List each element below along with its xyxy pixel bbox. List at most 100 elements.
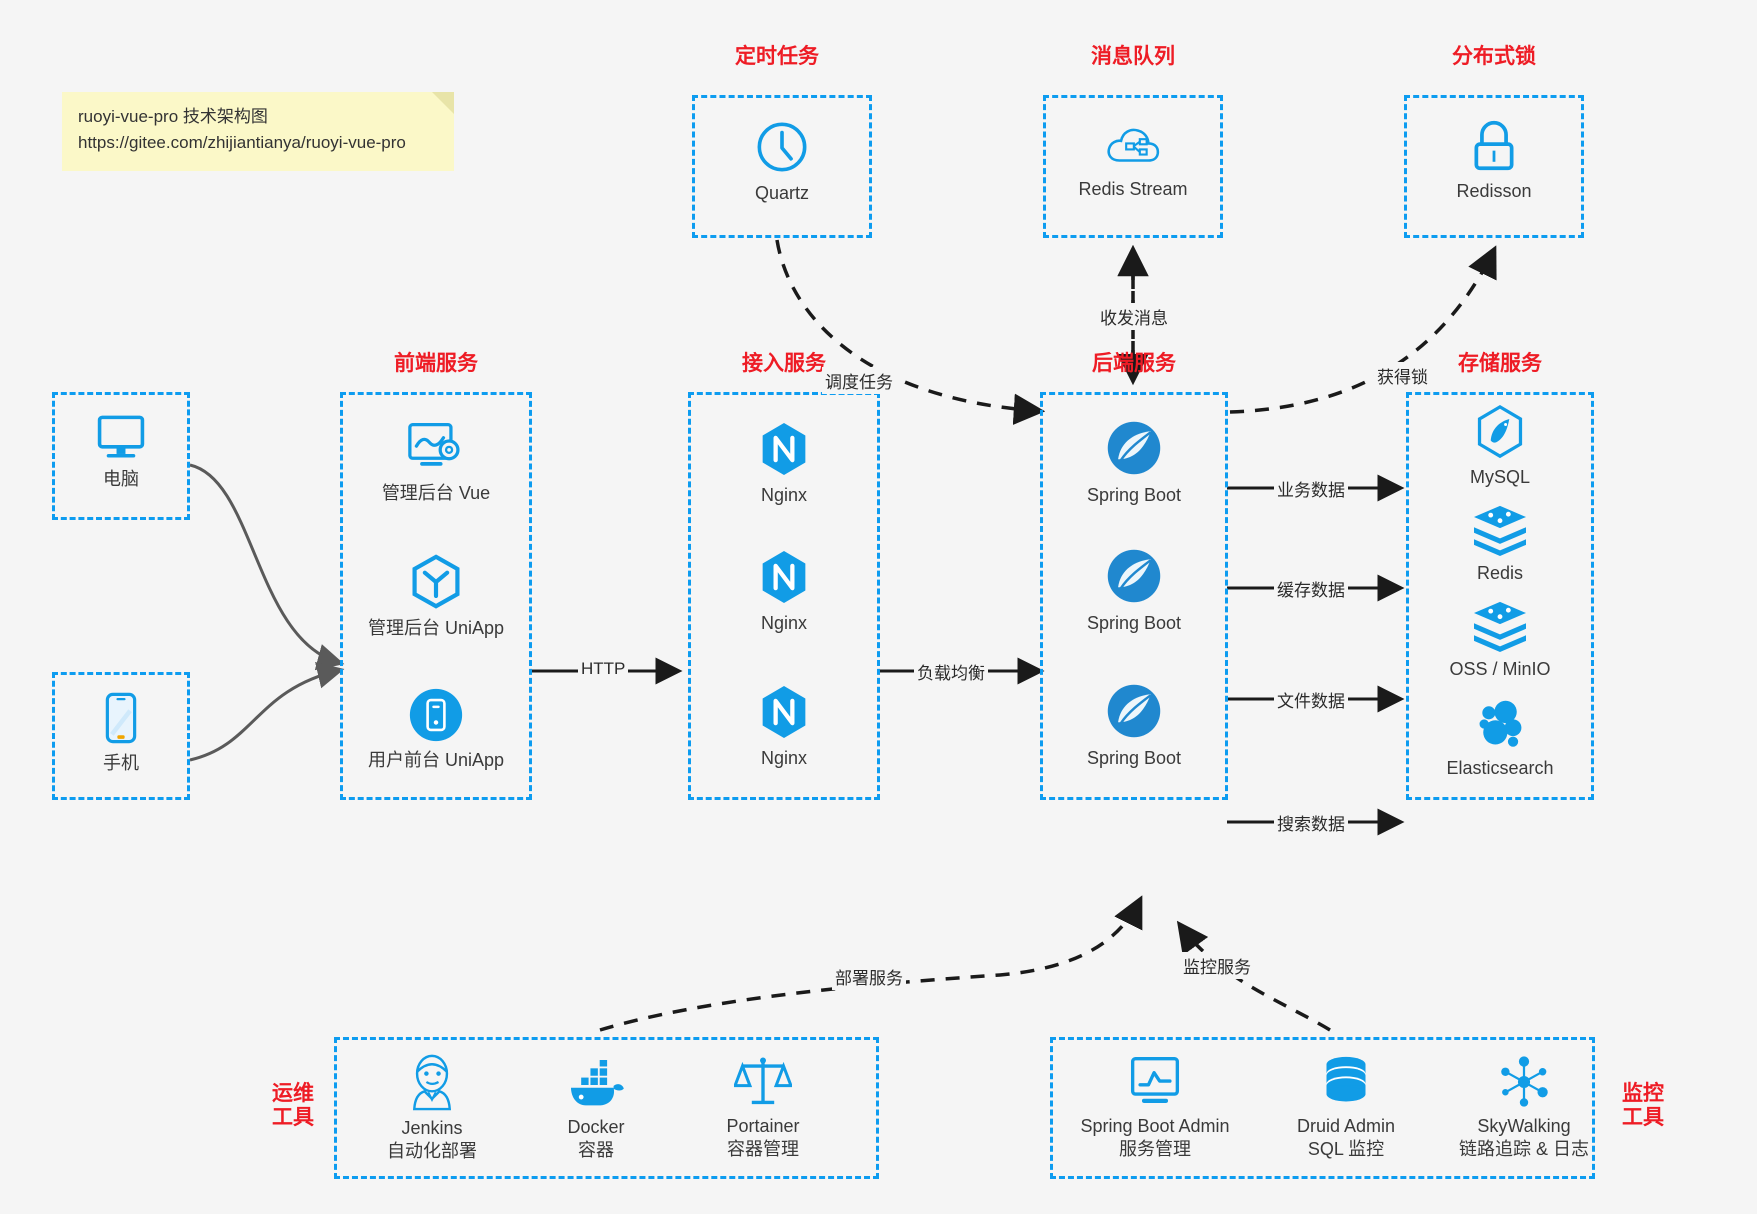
group-title-gateway: 接入服务 xyxy=(742,352,826,375)
group-title-scheduler: 定时任务 xyxy=(735,45,819,68)
node-label: MySQL xyxy=(1469,467,1530,487)
group-box-devops xyxy=(334,1037,879,1179)
group-title-backend: 后端服务 xyxy=(1092,352,1176,375)
scales-balance-icon xyxy=(734,1057,792,1105)
mobile-circle-icon xyxy=(409,688,463,742)
node-sublabel: 容器 xyxy=(578,1140,614,1161)
node-label: Redisson xyxy=(1456,181,1532,201)
node-label: 电脑 xyxy=(103,469,139,489)
padlock-icon xyxy=(1474,120,1514,171)
node-nginx-1[interactable]: Nginx xyxy=(688,420,880,507)
node-druid-admin[interactable]: Druid Admin SQL 监控 xyxy=(1266,1055,1426,1162)
group-title-storage: 存储服务 xyxy=(1458,352,1542,375)
node-jenkins[interactable]: Jenkins 自动化部署 xyxy=(357,1053,507,1164)
node-sublabel: SQL 监控 xyxy=(1307,1139,1385,1160)
node-nginx-2[interactable]: Nginx xyxy=(688,548,880,635)
node-label: SkyWalking xyxy=(1477,1116,1571,1136)
group-box-monitor xyxy=(1050,1037,1595,1179)
node-label: Spring Boot xyxy=(1086,485,1182,505)
object-storage-icon xyxy=(1474,601,1526,652)
node-elasticsearch[interactable]: Elasticsearch xyxy=(1406,697,1594,780)
node-portainer[interactable]: Portainer 容器管理 xyxy=(688,1053,838,1162)
dashboard-settings-icon xyxy=(408,423,460,466)
edge-label-search-data: 搜索数据 xyxy=(1274,809,1348,836)
node-springboot-2[interactable]: Spring Boot xyxy=(1040,546,1228,635)
edge-label-deploy-service: 部署服务 xyxy=(832,963,906,990)
node-mysql[interactable]: MySQL xyxy=(1406,404,1594,489)
node-computer[interactable]: 电脑 xyxy=(52,412,190,491)
node-label: Quartz xyxy=(754,183,810,203)
cloud-stream-icon xyxy=(1107,128,1160,162)
node-nginx-3[interactable]: Nginx xyxy=(688,683,880,770)
group-box-mq xyxy=(1043,95,1223,238)
node-label: Spring Boot xyxy=(1086,613,1182,633)
node-label: Elasticsearch xyxy=(1446,758,1554,778)
spring-leaf-icon xyxy=(1107,421,1161,475)
mysql-dolphin-icon xyxy=(1477,404,1523,459)
node-label: Nginx xyxy=(760,613,808,633)
group-title-monitor: 监控 工具 xyxy=(1608,1082,1678,1130)
docker-whale-icon xyxy=(571,1060,624,1106)
edge-label-monitor-service: 监控服务 xyxy=(1180,952,1254,979)
node-label: 管理后台 UniApp xyxy=(367,618,505,638)
node-redis-stream[interactable]: Redis Stream xyxy=(1043,120,1223,201)
mobile-phone-icon xyxy=(105,692,137,744)
node-spring-boot-admin[interactable]: Spring Boot Admin 服务管理 xyxy=(1060,1055,1250,1162)
devops-title-line1: 运维 xyxy=(272,1082,314,1105)
node-label: Portainer xyxy=(726,1116,800,1136)
node-redis[interactable]: Redis xyxy=(1406,504,1594,585)
skywalking-node-icon xyxy=(1501,1056,1548,1107)
node-phone[interactable]: 手机 xyxy=(52,690,190,775)
node-skywalking[interactable]: SkyWalking 链路追踪 & 日志 xyxy=(1434,1055,1614,1162)
node-label: Redis Stream xyxy=(1078,179,1188,199)
node-sublabel: 服务管理 xyxy=(1119,1139,1191,1160)
node-springboot-1[interactable]: Spring Boot xyxy=(1040,418,1228,507)
node-label: Druid Admin xyxy=(1296,1116,1396,1136)
node-label: OSS / MinIO xyxy=(1449,659,1551,679)
redis-stack-icon xyxy=(1474,505,1526,556)
node-docker[interactable]: Docker 容器 xyxy=(521,1060,671,1163)
node-user-uniapp[interactable]: 用户前台 UniApp xyxy=(340,687,532,772)
edge-label-cache-data: 缓存数据 xyxy=(1274,575,1348,602)
edge-label-business-data: 业务数据 xyxy=(1274,475,1348,502)
node-admin-vue[interactable]: 管理后台 Vue xyxy=(340,420,532,505)
node-springboot-3[interactable]: Spring Boot xyxy=(1040,681,1228,770)
node-label: Jenkins xyxy=(401,1118,463,1138)
note-fold-corner xyxy=(432,92,454,114)
nginx-icon xyxy=(762,686,806,738)
group-title-frontend: 前端服务 xyxy=(394,352,478,375)
group-box-frontend xyxy=(340,392,532,800)
node-redisson[interactable]: Redisson xyxy=(1404,118,1584,203)
node-quartz[interactable]: Quartz xyxy=(692,118,872,205)
group-box-scheduler xyxy=(692,95,872,238)
node-admin-uniapp[interactable]: 管理后台 UniApp xyxy=(340,553,532,640)
group-box-backend xyxy=(1040,392,1228,800)
group-box-phone xyxy=(52,672,190,800)
node-oss-minio[interactable]: OSS / MinIO xyxy=(1406,600,1594,681)
edge-label-send-receive-message: 收发消息 xyxy=(1097,303,1171,330)
node-label: Docker xyxy=(567,1117,625,1137)
node-label: Redis xyxy=(1476,563,1524,583)
jenkins-butler-icon xyxy=(412,1054,452,1111)
edge-label-http: HTTP xyxy=(578,658,629,680)
group-title-devops: 运维 工具 xyxy=(258,1082,328,1130)
edge-label-file-data: 文件数据 xyxy=(1274,686,1348,713)
devops-title-line2: 工具 xyxy=(272,1106,314,1130)
edge-label-load-balance: 负载均衡 xyxy=(914,658,988,685)
group-box-storage xyxy=(1406,392,1594,800)
edge-label-acquire-lock: 获得锁 xyxy=(1374,362,1431,389)
node-sublabel: 链路追踪 & 日志 xyxy=(1458,1139,1589,1160)
hexagon-cube-icon xyxy=(412,554,460,609)
spring-leaf-icon xyxy=(1107,549,1161,603)
sticky-note: ruoyi-vue-pro 技术架构图 https://gitee.com/zh… xyxy=(62,92,454,171)
node-label: 管理后台 Vue xyxy=(381,483,491,503)
node-label: 手机 xyxy=(103,753,139,773)
nginx-icon xyxy=(762,423,806,475)
group-box-computer xyxy=(52,392,190,520)
node-label: Spring Boot Admin xyxy=(1080,1116,1230,1136)
note-title: ruoyi-vue-pro 技术架构图 xyxy=(78,107,268,126)
node-label: Spring Boot xyxy=(1086,748,1182,768)
group-box-lock xyxy=(1404,95,1584,238)
spring-leaf-icon xyxy=(1107,684,1161,738)
note-url: https://gitee.com/zhijiantianya/ruoyi-vu… xyxy=(78,133,406,153)
